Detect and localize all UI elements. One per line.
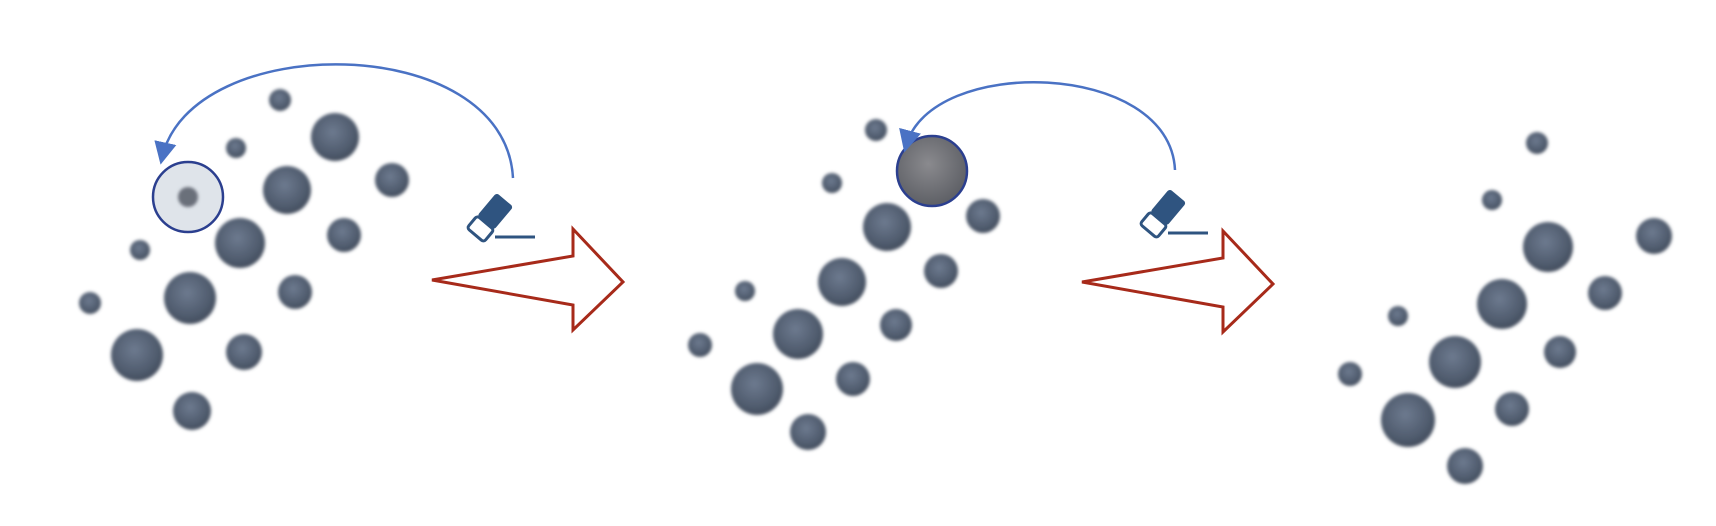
selected-dot-1 [151, 160, 225, 234]
selected-dot-2 [895, 134, 969, 208]
dot [278, 275, 312, 309]
dot [790, 414, 826, 450]
dot [164, 272, 216, 324]
dot [130, 240, 150, 260]
dot [1388, 306, 1408, 326]
panel-after-first-erase [688, 81, 1276, 450]
dot [1381, 393, 1435, 447]
dot [111, 329, 163, 381]
dot [880, 309, 912, 341]
panel-initial [79, 63, 626, 430]
dot [773, 309, 823, 359]
undo-arrow [899, 81, 1177, 171]
dot [818, 258, 866, 306]
step-arrow-right [431, 225, 626, 334]
dot [966, 199, 1000, 233]
dot [865, 119, 887, 141]
dot [731, 363, 783, 415]
dot [327, 218, 361, 252]
dot-cluster-3 [1338, 132, 1672, 484]
step-arrow-right [1081, 227, 1276, 336]
dot [375, 163, 409, 197]
dot [1588, 276, 1622, 310]
dot [1338, 362, 1362, 386]
dot [1482, 190, 1502, 210]
dot [924, 254, 958, 288]
dot [226, 138, 246, 158]
dot [1477, 279, 1527, 329]
panel-after-second-erase [1338, 132, 1672, 484]
dot [1429, 336, 1481, 388]
dot [1523, 222, 1573, 272]
dot-cluster-2 [688, 119, 1000, 450]
dot [269, 89, 291, 111]
dot [173, 392, 211, 430]
dot [688, 333, 712, 357]
dot [79, 292, 101, 314]
dot [1544, 336, 1576, 368]
dot [836, 362, 870, 396]
eraser-icon [1139, 189, 1186, 239]
undo-arrow [154, 63, 515, 179]
dot [215, 218, 265, 268]
eraser-icon [466, 193, 513, 243]
dot [311, 113, 359, 161]
dot [1526, 132, 1548, 154]
dot [1495, 392, 1529, 426]
dot [822, 173, 842, 193]
dot [263, 166, 311, 214]
dot [735, 281, 755, 301]
dot [226, 334, 262, 370]
dot [863, 203, 911, 251]
dot [1636, 218, 1672, 254]
dot-cluster-1 [79, 89, 409, 430]
dot [1447, 448, 1483, 484]
